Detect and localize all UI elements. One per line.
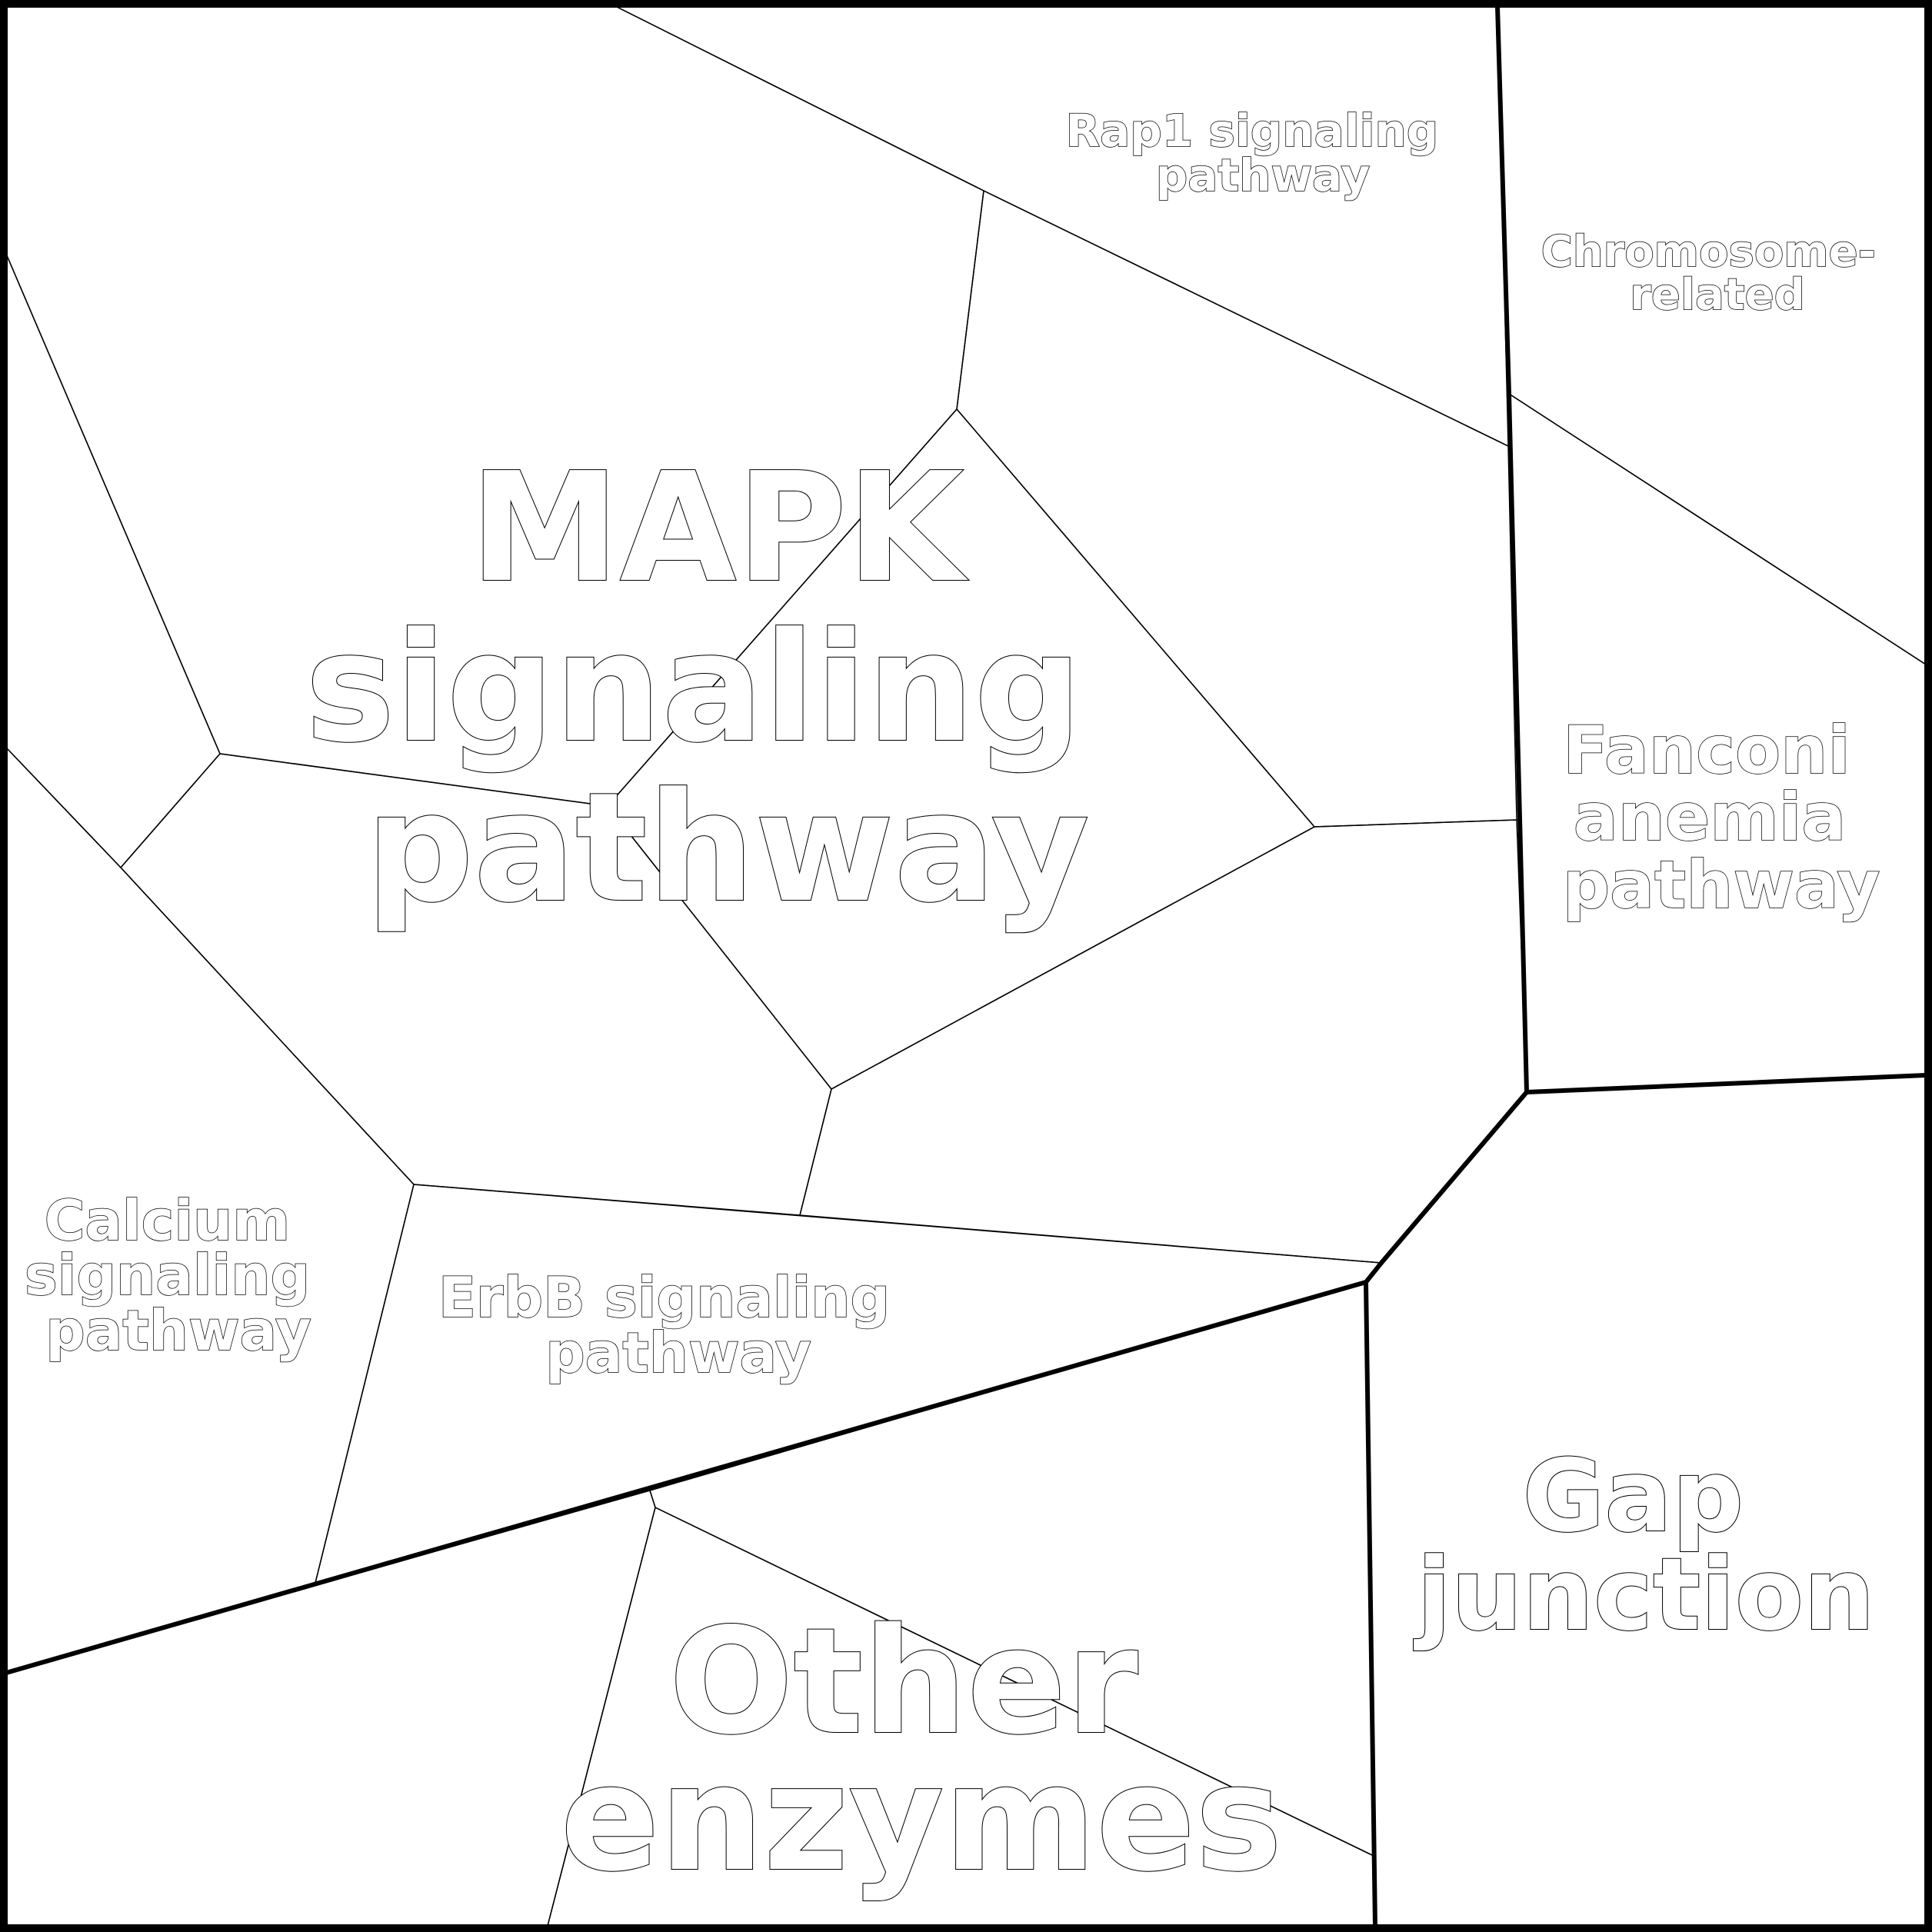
label-line: enzymes <box>561 1734 1283 1904</box>
label-line: pathway <box>366 761 1090 936</box>
label-line: MAPK <box>470 441 968 616</box>
label-line: Gap <box>1523 1437 1744 1554</box>
region-chromosome-related <box>1497 5 1927 666</box>
region-erbb-signaling-pathway <box>314 1184 1383 1584</box>
label-calcium-signaling-pathway: Calcium signaling pathway <box>25 1188 329 1363</box>
label-line: ErbB signaling <box>438 1265 890 1330</box>
label-line: anemia <box>1574 779 1847 856</box>
label-line: pathway <box>45 1298 311 1363</box>
region-rap1-signaling-pathway <box>615 5 1509 448</box>
label-erbb-signaling-pathway: ErbB signaling pathway <box>438 1265 909 1385</box>
label-line: related <box>1630 270 1804 320</box>
label-line: Fanconi <box>1563 712 1850 789</box>
label-line: Rap1 signaling <box>1066 105 1439 157</box>
mapk-subcell-left <box>5 253 221 869</box>
label-line: Other <box>669 1597 1138 1767</box>
label-chromosome-related: Chromosome- related <box>1541 227 1891 320</box>
label-line: signaling <box>25 1243 310 1307</box>
label-line: Chromosome- <box>1541 227 1876 277</box>
label-line: junction <box>1413 1536 1874 1653</box>
label-line: signaling <box>305 601 1082 776</box>
other-enzymes-subcell-left <box>5 1490 656 1927</box>
label-fanconi-anemia-pathway: Fanconi anemia pathway <box>1563 712 1880 924</box>
label-line: pathway <box>1156 149 1370 202</box>
label-rap1-signaling-pathway: Rap1 signaling pathway <box>1066 105 1454 202</box>
label-line: pathway <box>1563 847 1880 924</box>
label-gap-junction: Gap junction <box>1413 1437 1874 1653</box>
label-mapk-signaling-pathway: MAPK signaling pathway <box>305 441 1134 936</box>
label-line: pathway <box>545 1321 811 1385</box>
label-other-enzymes: Other enzymes <box>561 1597 1283 1904</box>
label-line: Calcium <box>45 1188 291 1253</box>
